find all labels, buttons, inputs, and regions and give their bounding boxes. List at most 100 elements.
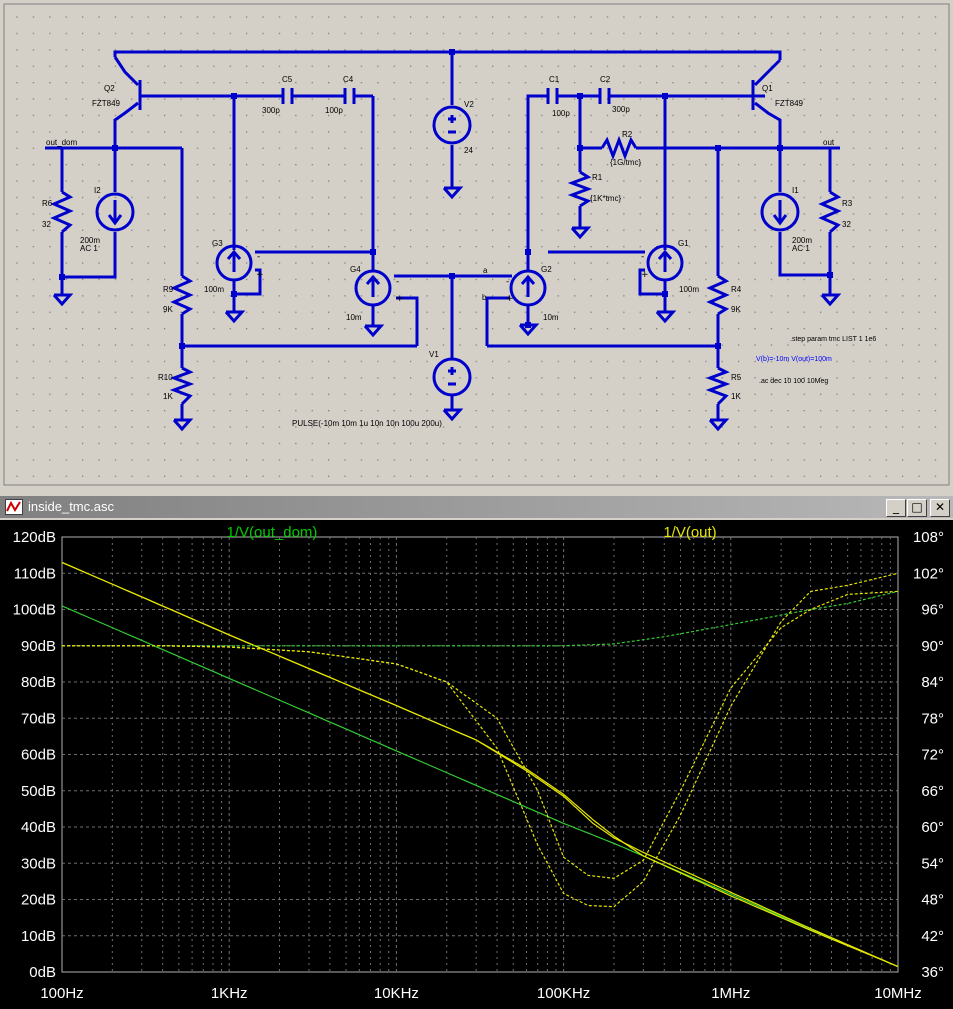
y-tick-label-right: 66° [921, 783, 944, 800]
y-tick-label-right: 84° [921, 674, 944, 691]
svg-text:+: + [506, 294, 514, 304]
svg-text:+: + [396, 294, 404, 304]
window-title: inside_tmc.asc [28, 499, 114, 514]
plot-axes: 0dB 10dB 20dB 30dB 40dB 50dB 60dB 70dB 80dB 90dB 1… [13, 529, 944, 1002]
y-tick-label-left: 0dB [29, 964, 56, 981]
i2-ref-label: I2 [94, 186, 101, 195]
schematic-editor[interactable]: Q2 FZT849 Q1 FZT849 C5 300p C4 100p C1 1… [0, 0, 953, 490]
net-label-out-dom: out_dom [46, 138, 77, 147]
trace-title-out-dom[interactable]: 1/V(out_dom) [227, 524, 318, 541]
svg-text:+: + [641, 270, 649, 280]
svg-text:-: - [396, 277, 399, 287]
plot-grid [61, 536, 899, 973]
r6-value-label: 32 [42, 220, 51, 229]
svg-text:-: - [506, 277, 509, 287]
g3-value-label: 100m [204, 285, 224, 294]
q2-ref-label: Q2 [104, 84, 115, 93]
plot-canvas[interactable]: 0dB 10dB 20dB 30dB 40dB 50dB 60dB 70dB 80dB 90dB 1… [0, 520, 953, 1009]
sources[interactable] [95, 105, 800, 397]
y-tick-label-left: 110dB [14, 565, 56, 582]
r4-ref-label: R4 [731, 285, 742, 294]
ac-directive: .ac dec 10 100 10Meg [759, 378, 828, 385]
window-titlebar[interactable]: inside_tmc.asc _ □ ✕ [0, 496, 953, 518]
i1-ac-label: AC 1 [792, 244, 810, 253]
y-tick-label-left: 90dB [21, 638, 56, 655]
v2-ref-label: V2 [464, 100, 474, 109]
trace-out-dom-magnitude [61, 605, 899, 968]
y-tick-label-left: 100dB [13, 602, 56, 619]
c4-ref-label: C4 [343, 75, 354, 84]
x-tick-label: 10KHz [374, 985, 419, 1002]
trace-out-phase [62, 572, 899, 908]
c2-value-label: 300p [612, 105, 630, 114]
trace-out-magnitude [61, 561, 899, 968]
y-tick-label-left: 50dB [21, 783, 56, 800]
y-tick-label-left: 10dB [21, 928, 56, 945]
c5-value-label: 300p [262, 106, 280, 115]
close-button[interactable]: ✕ [930, 499, 950, 517]
ic-directive: V(b)=-10m V(out)=100m [756, 356, 832, 363]
y-tick-label-right: 102° [913, 565, 944, 582]
y-tick-label-right: 90° [921, 638, 944, 655]
net-label-b: b [482, 293, 487, 302]
y-tick-label-left: 60dB [21, 747, 56, 764]
trace-out-phase [62, 590, 899, 880]
i1-value-label: 200m [792, 236, 812, 245]
capacitors[interactable] [281, 88, 611, 104]
schematic-canvas[interactable]: Q2 FZT849 Q1 FZT849 C5 300p C4 100p C1 1… [0, 0, 953, 490]
plot-traces [61, 561, 899, 968]
schematic-wires [45, 50, 840, 420]
x-tick-label: 1KHz [211, 985, 248, 1002]
v2-value-label: 24 [464, 146, 473, 155]
v1-ref-label: V1 [429, 350, 439, 359]
r6-ref-label: R6 [42, 199, 53, 208]
y-tick-label-right: 48° [921, 892, 944, 909]
r5-value-label: 1K [731, 392, 741, 401]
y-tick-label-left: 20dB [21, 892, 56, 909]
c4-value-label: 100p [325, 106, 343, 115]
v1-pulse-label: PULSE(-10m 10m 1u 10n 10n 100u 200u) [292, 419, 442, 428]
trace-out-dom-phase [62, 590, 899, 647]
svg-text:+: + [256, 270, 264, 280]
resistors[interactable] [50, 135, 842, 406]
trace-title-out[interactable]: 1/V(out) [663, 524, 716, 541]
g4-value-label: 10m [346, 313, 362, 322]
y-tick-label-left: 80dB [21, 674, 56, 691]
y-tick-label-right: 36° [921, 964, 944, 981]
y-tick-label-left: 30dB [21, 855, 56, 872]
schematic-grid [4, 4, 949, 485]
waveform-window[interactable]: inside_tmc.asc _ □ ✕ 0dB 10dB 20dB 30dB 40dB… [0, 492, 953, 1009]
g2-ref-label: G2 [541, 265, 552, 274]
net-label-a: a [483, 266, 488, 275]
y-tick-label-right: 72° [921, 747, 944, 764]
i2-ac-label: AC 1 [80, 244, 98, 253]
transistor-q2[interactable] [138, 80, 150, 110]
maximize-button[interactable]: □ [907, 499, 927, 517]
c5-ref-label: C5 [282, 75, 293, 84]
r10-value-label: 1K [163, 392, 173, 401]
r3-value-label: 32 [842, 220, 851, 229]
r4-value-label: 9K [731, 305, 741, 314]
minimize-button[interactable]: _ [886, 499, 906, 517]
y-tick-label-left: 120dB [13, 529, 56, 546]
r2-value-label: {1G/tmc} [610, 158, 641, 167]
c1-ref-label: C1 [549, 75, 560, 84]
junction-dots [59, 49, 833, 349]
y-tick-label-left: 40dB [21, 819, 56, 836]
g1-value-label: 100m [679, 285, 699, 294]
i2-value-label: 200m [80, 236, 100, 245]
x-tick-label: 100KHz [537, 985, 590, 1002]
q1-model-label: FZT849 [775, 99, 804, 108]
x-tick-label: 10MHz [874, 985, 922, 1002]
y-tick-label-right: 78° [921, 710, 944, 727]
transistor-q1[interactable] [751, 80, 765, 110]
y-tick-label-right: 60° [921, 819, 944, 836]
y-tick-label-right: 54° [921, 855, 944, 872]
x-tick-label: 100Hz [40, 985, 83, 1002]
c2-ref-label: C2 [600, 75, 611, 84]
y-tick-label-left: 70dB [21, 710, 56, 727]
step-directive: .step param tmc LIST 1 1e6 [790, 336, 876, 343]
q1-ref-label: Q1 [762, 84, 773, 93]
waveform-app-icon [5, 499, 23, 515]
r1-ref-label: R1 [592, 173, 603, 182]
